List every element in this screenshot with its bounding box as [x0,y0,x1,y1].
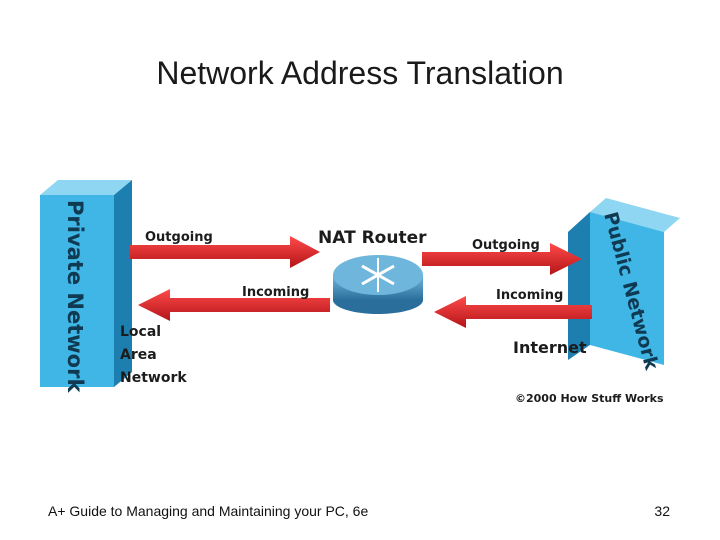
copyright-label: ©2000 How Stuff Works [515,392,664,405]
router-arrows-icon [361,258,395,292]
right-outgoing-label: Outgoing [472,238,540,253]
private-network-label: Private Network [63,200,87,393]
slide-title: Network Address Translation [156,55,564,91]
right-outgoing-arrow [422,243,582,275]
lan-label-line1: Local [120,324,161,340]
lan-label-line3: Network [120,370,187,386]
left-outgoing-label: Outgoing [145,230,213,245]
left-incoming-label: Incoming [242,285,309,300]
nat-router [333,255,423,314]
nat-router-label: NAT Router [318,228,427,248]
slide-footer: A+ Guide to Managing and Maintaining you… [48,503,369,519]
lan-label-line2: Area [120,347,157,363]
right-incoming-label: Incoming [496,288,563,303]
internet-label: Internet [513,338,587,357]
left-incoming-arrow [138,289,330,321]
page-number: 32 [654,503,670,519]
public-network-box: Public Network [568,198,680,373]
right-incoming-arrow [434,296,592,328]
left-outgoing-arrow [130,236,320,268]
private-network-box: Private Network [40,180,132,393]
